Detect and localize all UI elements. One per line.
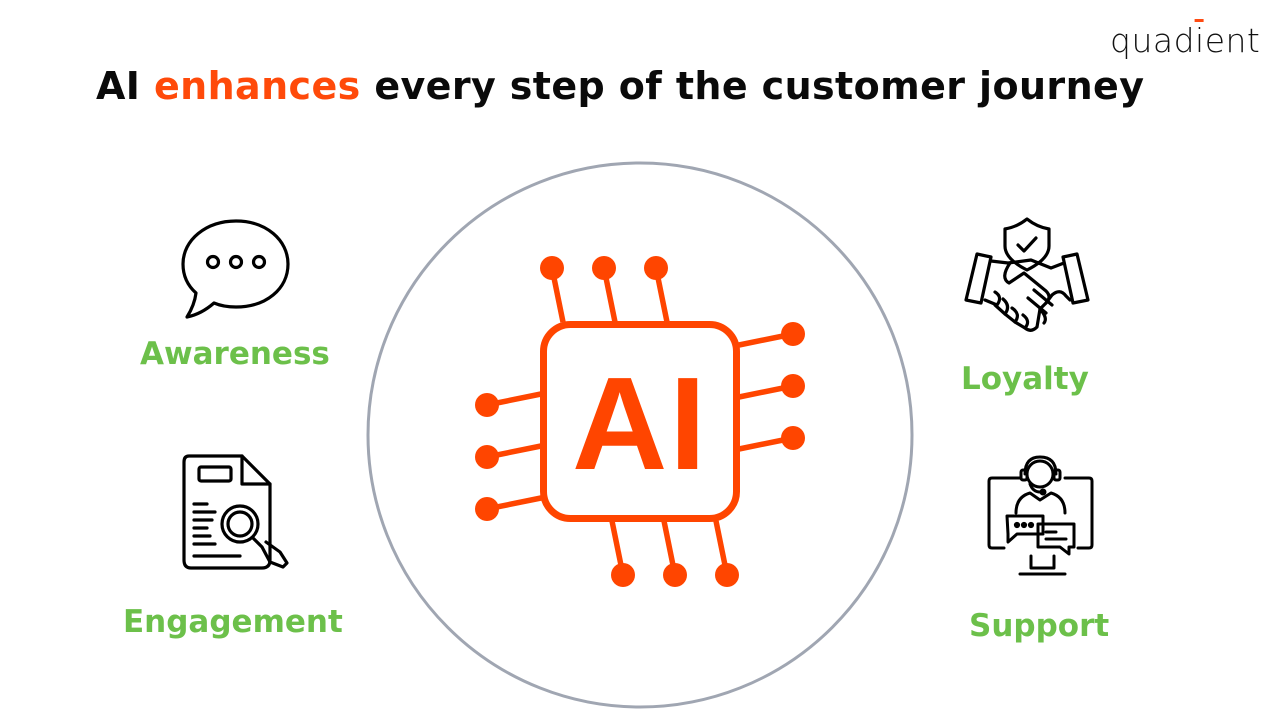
brand-logo: quadient bbox=[1110, 24, 1260, 57]
chip-label: AI bbox=[572, 350, 708, 497]
logo-text-end: ent bbox=[1204, 21, 1261, 60]
stage-label-support: Support bbox=[969, 608, 1110, 644]
ai-chip-icon: AI bbox=[475, 256, 805, 587]
customer-support-monitor-icon bbox=[987, 455, 1094, 576]
chip-pins-top bbox=[540, 256, 670, 323]
title-prefix: AI bbox=[96, 64, 154, 108]
stage-label-awareness: Awareness bbox=[140, 336, 330, 372]
chip-pins-right bbox=[738, 322, 805, 452]
chip-body bbox=[540, 321, 740, 522]
title-suffix: every step of the customer journey bbox=[360, 64, 1145, 108]
stage-label-loyalty: Loyalty bbox=[961, 361, 1089, 397]
page-title: AI enhances every step of the customer j… bbox=[96, 64, 1196, 108]
speech-bubble-icon bbox=[181, 219, 290, 319]
handshake-shield-icon bbox=[964, 217, 1090, 332]
stage-label-engagement: Engagement bbox=[123, 604, 343, 640]
chip-pins-bottom bbox=[609, 520, 739, 587]
title-highlight: enhances bbox=[153, 64, 361, 108]
logo-text-accent: i bbox=[1195, 21, 1205, 60]
chip-pins-left bbox=[475, 391, 542, 521]
center-circle bbox=[366, 161, 914, 709]
document-search-icon bbox=[182, 454, 289, 570]
logo-text-start: quad bbox=[1110, 21, 1196, 60]
